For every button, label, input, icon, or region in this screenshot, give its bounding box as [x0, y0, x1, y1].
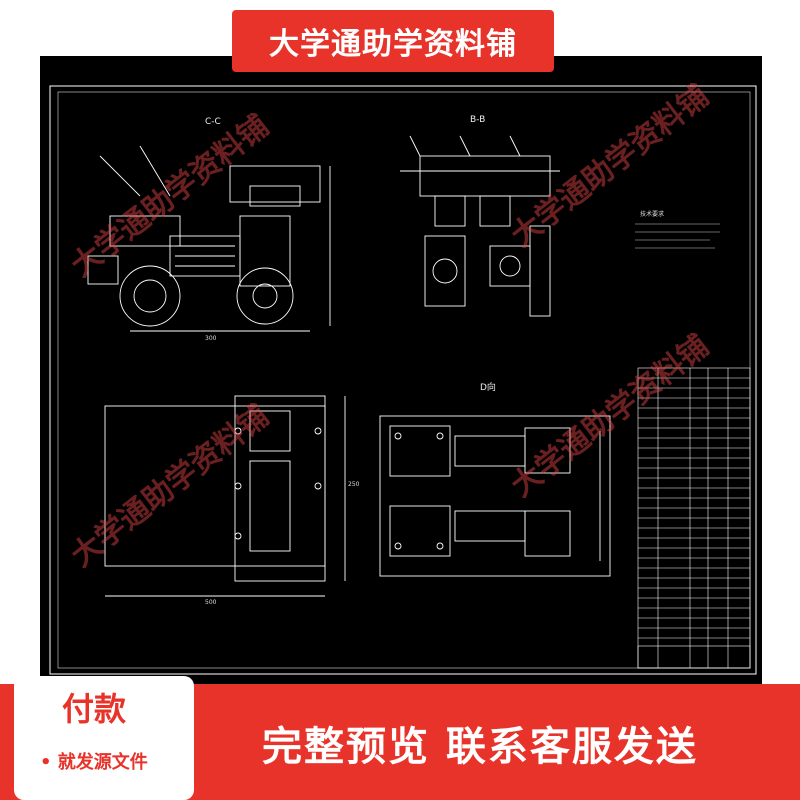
cad-drawing-svg: 300 C-C B-B 技术要求 [49, 85, 757, 675]
notes-title: 技术要求 [640, 210, 664, 218]
technical-notes: 技术要求 [635, 210, 720, 249]
view-label-d: D向 [480, 381, 496, 393]
svg-text:250: 250 [348, 481, 360, 488]
view-d [379, 415, 611, 577]
svg-text:300: 300 [205, 335, 217, 342]
view-label-c-c: C-C [205, 117, 221, 127]
view-c-c: 300 [87, 145, 331, 342]
svg-text:500: 500 [205, 599, 217, 606]
parts-list [637, 367, 751, 669]
pay-title[interactable]: 付款 [62, 690, 127, 728]
view-b-b [400, 135, 560, 317]
cad-drawing: 300 C-C B-B 技术要求 [40, 56, 762, 688]
contact-cta: 完整预览 联系客服发送 [262, 724, 698, 770]
shop-name: 大学通助学资料铺 [269, 27, 517, 62]
view-plan: 500 250 [104, 395, 360, 606]
view-label-b-b: B-B [470, 115, 485, 125]
pay-subtitle: • 就发源文件 [40, 752, 148, 773]
pay-box[interactable] [14, 676, 194, 800]
shop-banner: 大学通助学资料铺 [232, 10, 554, 72]
